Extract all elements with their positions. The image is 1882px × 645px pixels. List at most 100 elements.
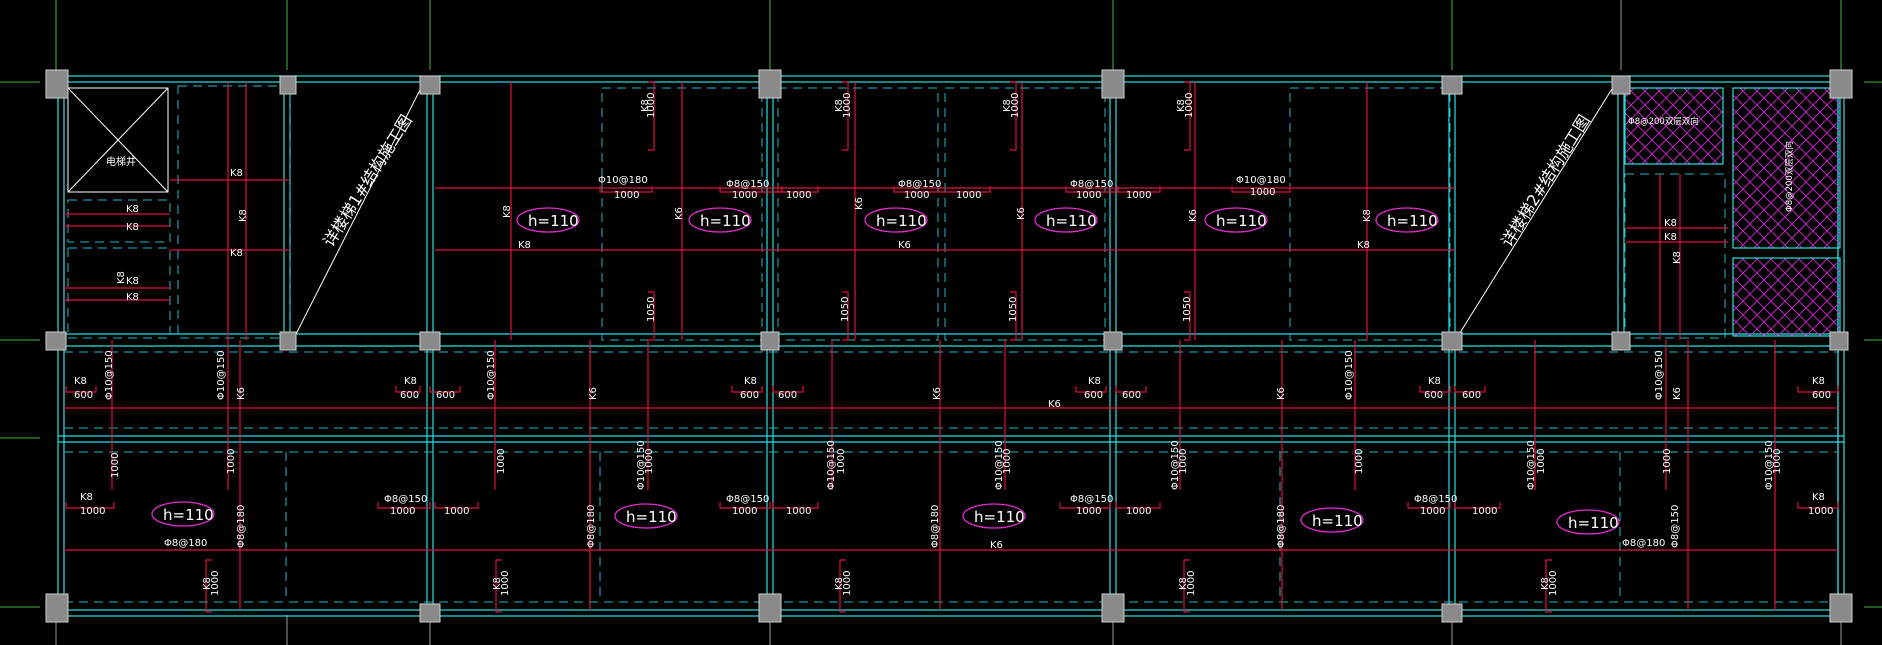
lbl-1000-l: 1000 [732, 506, 757, 517]
lbl-1000-j: 1000 [390, 506, 415, 517]
vlbl-k6-b: K6 [854, 197, 865, 210]
slab-oval-top-3 [864, 207, 928, 233]
lbl-k8-m: K8 [744, 376, 757, 387]
slab-thickness-bottom-text: h=110 h=110 h=110 h=110 h=110 [163, 506, 1619, 532]
lbl-k8-h: K8 [1357, 240, 1370, 251]
slab-oval-top-4 [1034, 207, 1098, 233]
vlbl-k8-c: K8 [502, 205, 513, 218]
vlbl-1000-o: 1000 [1772, 449, 1783, 474]
vlbl-k8-n: K8 [1540, 577, 1551, 590]
rebar-labels: K8 K8 K8 K8 K8 K8 K8 K6 K8 Φ10@180 1000 … [74, 168, 1833, 551]
lbl-1000-f: 1000 [1076, 190, 1101, 201]
vlbl-k6-i: K6 [1672, 387, 1683, 400]
lbl-k8-g: K8 [518, 240, 531, 251]
vlbl-phi8-180-d: Φ8@180 [1276, 505, 1287, 548]
vlbl-k6-f: K6 [588, 387, 599, 400]
lbl-k8-k: K8 [74, 376, 87, 387]
columns [45, 69, 1853, 623]
vlbl-k8-g: K8 [1176, 99, 1187, 112]
vlbl-k8-k: K8 [492, 577, 503, 590]
vlbl-k8-a: K8 [238, 209, 249, 222]
stair-1-label: 详楼梯1#结构施工图 [319, 111, 415, 250]
lbl-k8-a: K8 [230, 168, 243, 179]
slab-oval-top-5 [1204, 207, 1268, 233]
lbl-1000-k: 1000 [444, 506, 469, 517]
vlbl-k8-j: K8 [202, 577, 213, 590]
vlbl-phi8-180-a: Φ8@180 [236, 505, 247, 548]
lbl-1000-m: 1000 [786, 506, 811, 517]
slab-thickness-top-text: h=110 h=110 h=110 h=110 h=110 h=110 [528, 212, 1438, 230]
slab-oval-bottom-3 [962, 503, 1026, 529]
vlbl-1000-j: 1000 [1002, 449, 1013, 474]
slab-oval-top-6 [1375, 207, 1439, 233]
lbl-600-i: 600 [1462, 390, 1481, 401]
lbl-k8-i: K8 [1664, 218, 1677, 229]
dashed-beam-outlines [64, 85, 1838, 603]
vlbl-1000-d: 1000 [1184, 93, 1195, 118]
lbl-1000-d: 1000 [904, 190, 929, 201]
lbl-k8-c: K8 [126, 222, 139, 233]
vlbl-1000-c: 1000 [1010, 93, 1021, 118]
vlbl-1000-n: 1000 [1662, 449, 1673, 474]
lbl-k8-b: K8 [126, 204, 139, 215]
vlbl-1050-c: 1050 [1008, 297, 1019, 322]
slab-thickness-bottom [151, 501, 1620, 535]
vlbl-1000-l: 1000 [1354, 449, 1365, 474]
stair-1: 详楼梯1#结构施工图 [294, 83, 424, 337]
lbl-phi8-150-b: Φ8@150 [898, 179, 941, 190]
lbl-k6-c: K6 [990, 540, 1003, 551]
vlbl-1000-p: 1000 [210, 571, 221, 596]
vlbl-1000-q: 1000 [500, 571, 511, 596]
lbl-k8-q: K8 [80, 492, 93, 503]
slab-h-top-6: h=110 [1387, 212, 1438, 230]
stair-2-label: 详楼梯2#结构施工图 [1497, 111, 1593, 250]
vlbl-phi8-180-c: Φ8@180 [930, 505, 941, 548]
lbl-k8-e: K8 [126, 276, 139, 287]
slab-h-top-5: h=110 [1216, 212, 1267, 230]
lbl-1000-n: 1000 [1076, 506, 1101, 517]
rebar-brackets [65, 81, 1839, 613]
slab-oval-top-2 [688, 207, 752, 233]
elevator-shaft: 电梯井 [67, 87, 169, 193]
lbl-1000-h: 1000 [1250, 187, 1275, 198]
lbl-phi8-180-b: Φ8@180 [1622, 538, 1665, 549]
lbl-phi8-150-a: Φ8@150 [726, 179, 769, 190]
lbl-k8-f: K8 [126, 292, 139, 303]
vlbl-1000-e: 1000 [110, 453, 121, 478]
hatched-slab-c [1732, 257, 1841, 337]
lbl-k8-o: K8 [1428, 376, 1441, 387]
vlbl-k8-d: K8 [640, 99, 651, 112]
lbl-1000-a: 1000 [614, 190, 639, 201]
vlbl-1000-i: 1000 [836, 449, 847, 474]
lbl-600-b: 600 [400, 390, 419, 401]
slab-h-top-4: h=110 [1046, 212, 1097, 230]
vlbl-1000-m: 1000 [1536, 449, 1547, 474]
hatch-b-label: Φ8@200双层双向 [1784, 141, 1795, 212]
lbl-600-d: 600 [740, 390, 759, 401]
vlbl-k6-c: K6 [1016, 207, 1027, 220]
lbl-1000-p: 1000 [1420, 506, 1445, 517]
slab-h-bottom-5: h=110 [1568, 514, 1619, 532]
lbl-k8-r: K8 [1812, 492, 1825, 503]
vlbl-1000-b: 1000 [842, 93, 853, 118]
vlbl-1050-d: 1050 [1182, 297, 1193, 322]
vlbl-phi10-150-j: Φ10@150 [1526, 440, 1537, 490]
stair-2: 详楼梯2#结构施工图 [1457, 83, 1616, 337]
lbl-1000-q: 1000 [1472, 506, 1497, 517]
vlbl-phi10-150-i: Φ10@150 [1170, 440, 1181, 490]
hatched-slab-a: Φ8@200双层双向 [1624, 87, 1724, 165]
slab-h-top-2: h=110 [700, 212, 751, 230]
vlbl-1000-f: 1000 [226, 449, 237, 474]
vlbl-k8-h: K8 [1362, 209, 1373, 222]
vlbl-k8-l: K8 [834, 577, 845, 590]
slab-h-bottom-4: h=110 [1312, 512, 1363, 530]
vlbl-1000-g: 1000 [496, 449, 507, 474]
rebar-labels-vertical: K8 K8 K8 K8 1000 K6 K8 1000 K6 K8 1000 K… [104, 93, 1783, 596]
lbl-600-a: 600 [74, 390, 93, 401]
lbl-phi8-150-c: Φ8@150 [1070, 179, 1113, 190]
lbl-600-h: 600 [1424, 390, 1443, 401]
lbl-phi10-180-b: Φ10@180 [1236, 175, 1286, 186]
slab-h-top-3: h=110 [876, 212, 927, 230]
lbl-k8-l: K8 [404, 376, 417, 387]
